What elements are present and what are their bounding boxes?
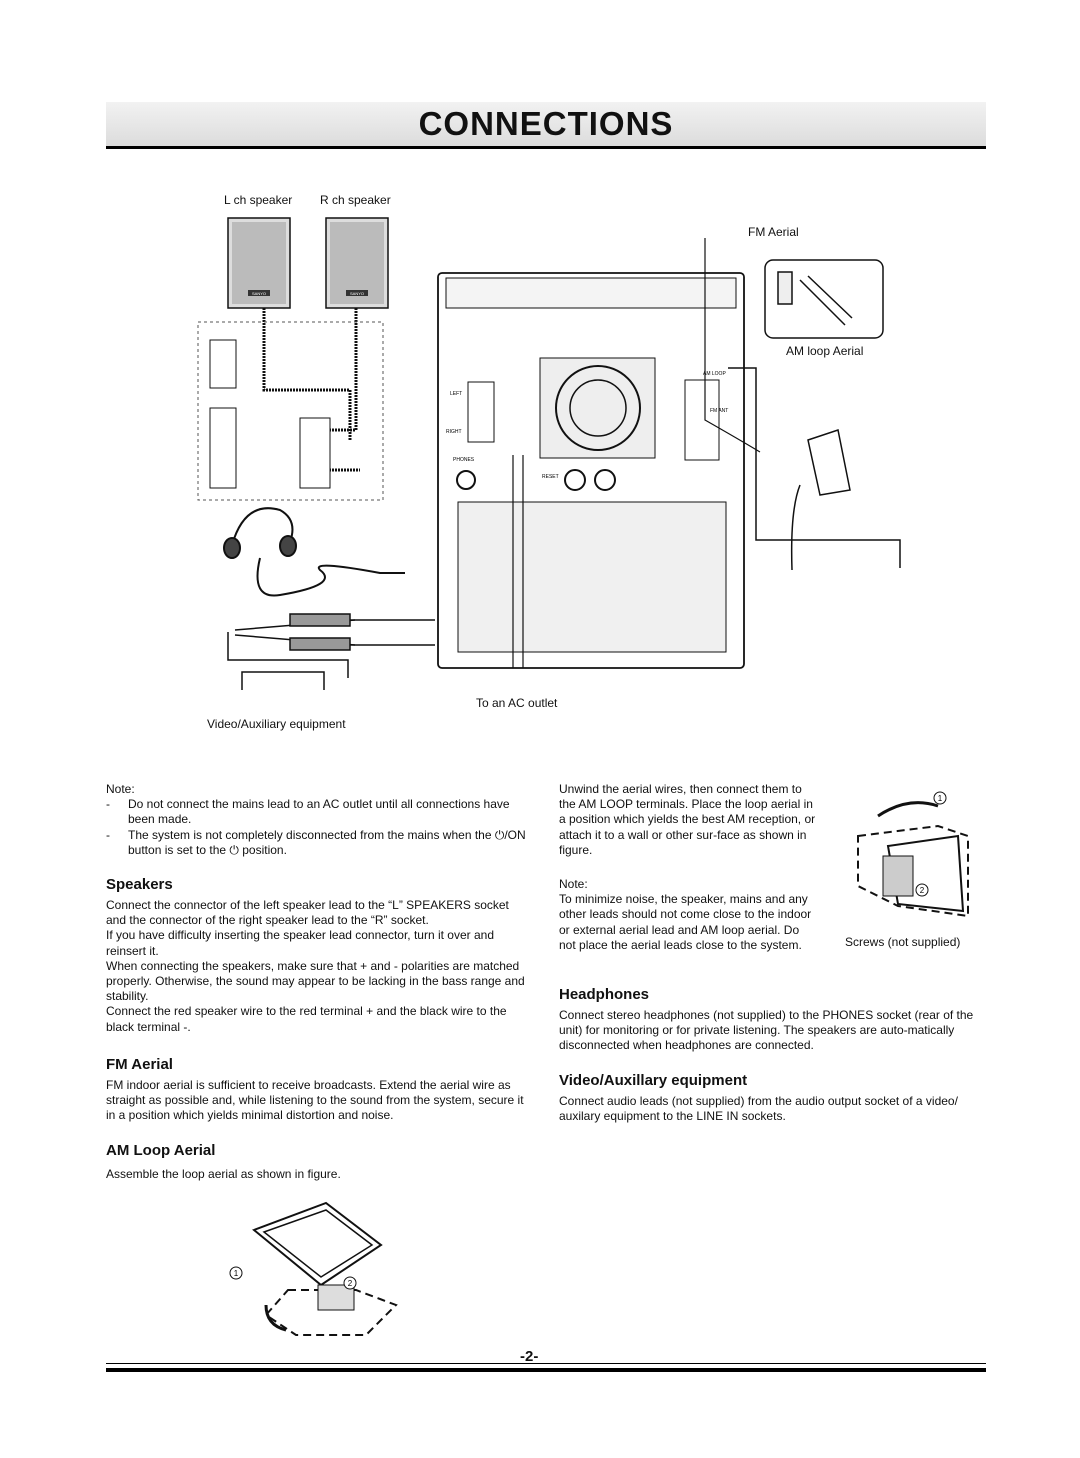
speakers-paragraph: Connect the red speaker wire to the red …: [106, 1004, 507, 1034]
headphones-icon: [223, 507, 405, 597]
fm-aerial-heading: FM Aerial: [106, 1056, 173, 1073]
speakers-paragraph: When connecting the speakers, make sure …: [106, 958, 525, 1004]
headphones-heading: Headphones: [559, 986, 650, 1003]
panel-phones-label: PHONES: [453, 457, 475, 463]
main-unit-icon: LEFT RIGHT PHONES RESET AM LOOP FM ANT: [437, 272, 745, 669]
speaker-terminal-icon: [209, 339, 331, 489]
l-speaker-label: L ch speaker: [224, 193, 293, 207]
left-speaker-icon: SANYO: [227, 217, 291, 309]
panel-fm-label: FM ANT: [710, 408, 728, 414]
footer-rule-thin: [106, 1363, 986, 1364]
ac-lead: [512, 455, 524, 668]
am-loop-heading: AM Loop Aerial: [106, 1142, 216, 1159]
am-right-note-text: To minimize noise, the speaker, mains an…: [559, 892, 812, 952]
speakers-paragraph: Connect the connector of the left speake…: [106, 898, 509, 928]
screws-label: Screws (not supplied): [845, 935, 961, 949]
note-item-2: The system is not completely disconnecte…: [128, 827, 526, 857]
am-loop-assembly-figure: 1 2: [229, 1201, 398, 1336]
right-speaker-brand: SANYO: [350, 291, 364, 296]
am-right-note: Note: To minimize noise, the speaker, ma…: [559, 877, 819, 953]
am-wall-mount-figure: 1 2: [857, 791, 969, 918]
speakers-paragraph: If you have difficulty inserting the spe…: [106, 928, 495, 958]
headphones-text: Connect stereo headphones (not supplied)…: [559, 1008, 974, 1053]
note-label: Note:: [106, 782, 135, 796]
video-aux-heading: Video/Auxillary equipment: [559, 1072, 748, 1089]
panel-right-label: RIGHT: [446, 429, 462, 435]
fm-aerial-text: FM indoor aerial is sufficient to receiv…: [106, 1078, 524, 1123]
left-speaker-brand: SANYO: [252, 291, 266, 296]
ac-outlet-label: To an AC outlet: [476, 696, 558, 710]
panel-left-label: LEFT: [450, 391, 462, 397]
video-aux-label: Video/Auxiliary equipment: [207, 717, 346, 731]
connection-diagram: SANYO SANYO: [197, 217, 901, 690]
panel-am-loop-label: AM LOOP: [703, 371, 726, 377]
step-2-label: 2: [348, 1279, 353, 1288]
footer-rule-thick: [106, 1368, 986, 1372]
step-1-label: 1: [938, 794, 943, 803]
page-number: -2-: [520, 1348, 539, 1365]
step-2-label: 2: [920, 886, 925, 895]
fm-aerial-label: FM Aerial: [748, 225, 799, 239]
video-aux-box: [241, 671, 325, 690]
am-right-note-label: Note:: [559, 877, 588, 891]
note-item-1: Do not connect the mains lead to an AC o…: [128, 797, 510, 827]
am-aerial-icon: [728, 259, 901, 571]
am-loop-text: Assemble the loop aerial as shown in fig…: [106, 1167, 341, 1181]
step-1-label: 1: [234, 1269, 239, 1278]
page-title: CONNECTIONS: [418, 105, 674, 142]
video-aux-text: Connect audio leads (not supplied) from …: [559, 1094, 958, 1124]
speakers-heading: Speakers: [106, 876, 173, 893]
speakers-text: Connect the connector of the left speake…: [106, 898, 531, 1035]
title-bar: CONNECTIONS: [106, 102, 986, 149]
right-speaker-icon: SANYO: [325, 217, 389, 309]
note-block: Note: -Do not connect the mains lead to …: [106, 782, 531, 858]
rca-lead-icon: [227, 613, 435, 678]
am-loop-aerial-label: AM loop Aerial: [786, 344, 864, 358]
am-right-text: Unwind the aerial wires, then connect th…: [559, 782, 816, 857]
panel-reset-label: RESET: [542, 474, 559, 480]
r-speaker-label: R ch speaker: [320, 193, 391, 207]
